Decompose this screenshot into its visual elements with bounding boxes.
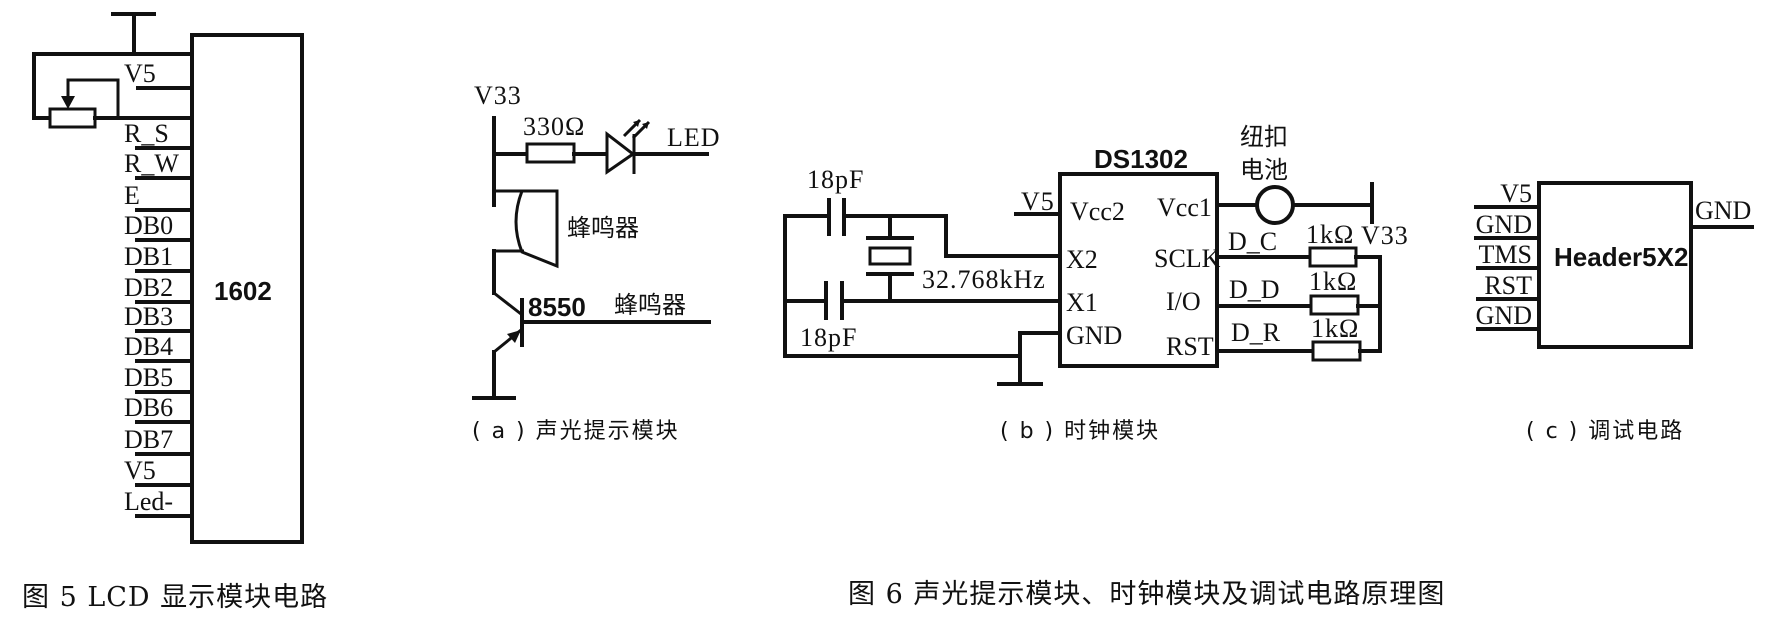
ds1302-label: DS1302	[1094, 144, 1188, 174]
lcd-chip-label: 1602	[214, 276, 272, 306]
resistor-1k-icon	[1311, 340, 1362, 362]
emitter-arrow-icon	[507, 330, 521, 343]
pin-gnd: GND	[1066, 321, 1122, 350]
resistor-1k-icon	[1308, 246, 1358, 268]
wiper-arrow-icon	[61, 96, 75, 109]
pin-rst: RST	[1166, 332, 1214, 361]
lcd-pin-label: R_S	[124, 119, 169, 148]
net-d-c: D_C	[1228, 227, 1277, 256]
crystal-label: 32.768kHz	[922, 265, 1046, 294]
fig6-caption: 图 6 声光提示模块、时钟模块及调试电路原理图	[848, 579, 1445, 610]
v5-label: V5	[1021, 187, 1055, 216]
resistor-330-icon	[525, 142, 576, 164]
header-pin-label: GND	[1476, 301, 1532, 330]
lcd-pin-label: Led-	[124, 487, 173, 516]
resistor-1k-icon	[1309, 294, 1360, 316]
header-right-pin: GND	[1695, 196, 1751, 225]
lcd-pin-label: E	[124, 181, 140, 210]
lcd-pin-label: DB1	[124, 242, 173, 271]
header-5x2-chip	[1537, 181, 1693, 349]
lcd-module-circuit: 1602 V5R_SR_WEDB0DB1DB2DB3DB4DB5DB6DB7V5…	[22, 12, 328, 613]
lcd-pin-label: V5	[124, 456, 156, 485]
led-icon	[605, 118, 651, 175]
pin-sclk: SCLK	[1154, 244, 1221, 273]
pin-vcc1: Vcc1	[1157, 193, 1212, 222]
fig6c-subcaption: ( c ) 调试电路	[1526, 419, 1684, 444]
header-pin-label: TMS	[1479, 240, 1532, 269]
fig6a-subcaption: ( a ) 声光提示模块	[472, 419, 680, 444]
pot-loop-wire	[32, 52, 192, 120]
lcd-pin-label: DB7	[124, 425, 173, 454]
fig6b-subcaption: ( b ) 时钟模块	[1000, 419, 1160, 444]
coin-battery-icon	[1255, 185, 1295, 225]
pin-vcc2: Vcc2	[1070, 197, 1125, 226]
lcd-pin-label: V5	[124, 59, 156, 88]
pin-x1: X1	[1066, 288, 1098, 317]
transistor-label: 8550	[528, 292, 586, 322]
net-d-d: D_D	[1229, 275, 1280, 304]
led-net-label: LED	[667, 123, 721, 152]
resistor-1k-label: 1kΩ	[1309, 267, 1357, 296]
header-pin-label: RST	[1484, 271, 1532, 300]
potentiometer-icon	[48, 107, 97, 129]
capacitor-bottom-icon	[824, 281, 844, 320]
battery-label-line1: 纽扣	[1240, 123, 1288, 151]
lcd-pin-label: DB0	[124, 211, 173, 240]
capacitor-top-icon	[827, 198, 846, 236]
pot-wiper-wire	[66, 78, 120, 118]
fig5-caption: 图 5 LCD 显示模块电路	[22, 582, 328, 613]
buzzer-icon	[492, 189, 559, 269]
header-label: Header5X2	[1554, 242, 1688, 272]
cap-bottom-label: 18pF	[800, 323, 857, 352]
gnd-wire	[1018, 331, 1072, 386]
net-d-r: D_R	[1231, 318, 1281, 347]
collector-leg	[493, 291, 522, 316]
lcd-pin-label: DB6	[124, 393, 173, 422]
lcd-pin-label: R_W	[124, 149, 179, 178]
resistor-1k-label: 1kΩ	[1306, 220, 1354, 249]
lcd-pin-label: DB2	[124, 273, 173, 302]
cap-loop-wire	[783, 214, 1022, 358]
battery-label-line2: 电池	[1240, 156, 1288, 184]
lcd-chip-1602	[190, 33, 304, 544]
v33-label-b: V33	[1361, 221, 1409, 250]
x2-wire	[842, 214, 1072, 258]
lcd-pin-label: DB4	[124, 332, 173, 361]
buzzer-net-label: 蜂鸣器	[614, 291, 686, 319]
ds1302-chip	[1058, 172, 1219, 368]
clock-module: 18pF 18pF 32.768kHz V5 DS1302	[783, 123, 1409, 444]
resistor-1k-label: 1kΩ	[1311, 314, 1359, 343]
pin-x2: X2	[1066, 245, 1098, 274]
lcd-pin-label: DB3	[124, 302, 173, 331]
crystal-icon	[866, 214, 914, 303]
buzzer-label: 蜂鸣器	[567, 214, 639, 242]
v33-label: V33	[474, 81, 522, 110]
sound-light-module: V33 330Ω LED 蜂鸣器	[472, 81, 721, 444]
pin-io: I/O	[1166, 287, 1201, 316]
header-pin-label: V5	[1500, 179, 1532, 208]
cap-top-label: 18pF	[807, 165, 864, 194]
header-pin-label: GND	[1476, 210, 1532, 239]
lcd-pin-label: DB5	[124, 363, 173, 392]
resistor-330-label: 330Ω	[523, 112, 585, 141]
